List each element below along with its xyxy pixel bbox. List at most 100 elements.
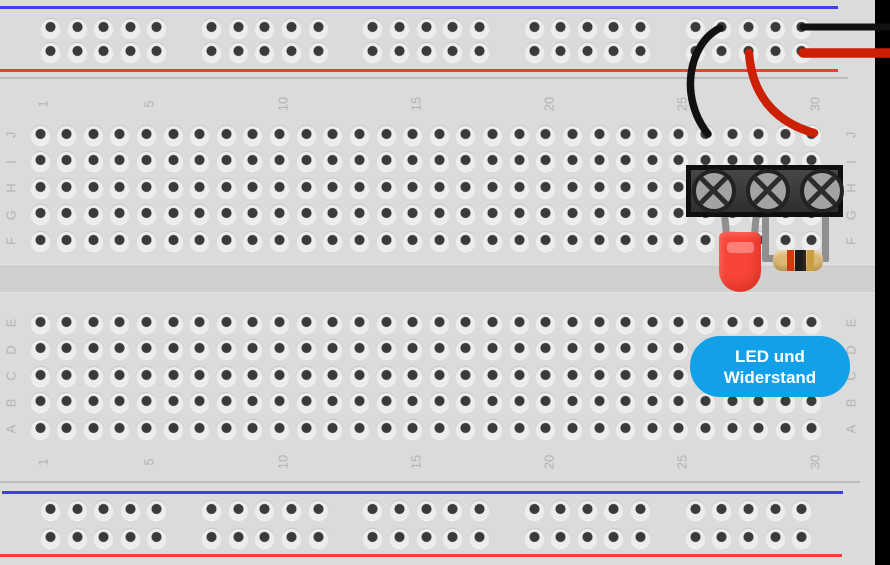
breadboard-hole (147, 500, 167, 520)
breadboard-hole (136, 366, 156, 386)
breadboard-hole (57, 419, 77, 439)
breadboard-hole (469, 42, 489, 62)
breadboard-hole (270, 152, 290, 172)
callout-line-1: LED und (735, 346, 805, 366)
breadboard-hole (802, 419, 822, 439)
breadboard-hole (456, 340, 476, 360)
breadboard-hole (282, 528, 302, 548)
breadboard-hole (243, 178, 263, 198)
breadboard-hole (642, 205, 662, 225)
resistor-lead-left (762, 255, 777, 262)
breadboard-hole (110, 152, 130, 172)
resistor-band (803, 250, 806, 271)
breadboard-hole (190, 178, 210, 198)
breadboard-hole (243, 340, 263, 360)
breadboard-hole (509, 231, 529, 251)
breadboard-hole (792, 500, 812, 520)
breadboard-hole (456, 205, 476, 225)
breadboard-hole (216, 205, 236, 225)
black-wire-curved[interactable] (686, 24, 724, 138)
breadboard-hole (509, 393, 529, 413)
red-led[interactable] (719, 232, 761, 292)
breadboard-hole (429, 231, 449, 251)
breadboard-hole (775, 419, 795, 439)
breadboard-hole (163, 419, 183, 439)
breadboard-hole (765, 528, 785, 548)
breadboard-hole (749, 419, 769, 439)
breadboard-hole (456, 313, 476, 333)
breadboard-hole (228, 42, 248, 62)
canvas-edge-strip (875, 0, 890, 565)
breadboard-hole (403, 313, 423, 333)
breadboard-hole (270, 205, 290, 225)
breadboard-hole (376, 313, 396, 333)
breadboard-hole (30, 313, 50, 333)
breadboard-hole (669, 205, 689, 225)
breadboard-hole (483, 366, 503, 386)
breadboard-hole (562, 152, 582, 172)
breadboard-hole (669, 178, 689, 198)
breadboard-hole (456, 366, 476, 386)
breadboard-hole (136, 419, 156, 439)
breadboard-hole (163, 205, 183, 225)
breadboard-hole (642, 178, 662, 198)
annotation-callout[interactable]: LED und Widerstand (690, 336, 850, 397)
breadboard-hole (216, 125, 236, 145)
breadboard-hole (616, 231, 636, 251)
breadboard-hole (349, 205, 369, 225)
breadboard-hole (163, 393, 183, 413)
breadboard-hole (775, 231, 795, 251)
breadboard-hole (616, 419, 636, 439)
breadboard-hole (120, 500, 140, 520)
breadboard-hole (30, 393, 50, 413)
breadboard-hole (536, 205, 556, 225)
breadboard-hole (323, 340, 343, 360)
breadboard-hole (536, 340, 556, 360)
breadboard-hole (739, 18, 759, 38)
breadboard-hole (120, 18, 140, 38)
breadboard-hole (41, 42, 60, 62)
breadboard-hole (802, 313, 822, 333)
breadboard-hole (589, 419, 609, 439)
breadboard-hole (589, 125, 609, 145)
breadboard-hole (296, 419, 316, 439)
breadboard-hole (363, 500, 383, 520)
breadboard-hole (509, 419, 529, 439)
breadboard-hole (83, 393, 103, 413)
red-wire-curved[interactable] (744, 48, 819, 138)
breadboard-hole (30, 366, 50, 386)
breadboard-hole (296, 393, 316, 413)
breadboard-hole (83, 125, 103, 145)
breadboard-hole (483, 231, 503, 251)
breadboard-hole (83, 313, 103, 333)
breadboard-hole (243, 125, 263, 145)
breadboard-hole (163, 313, 183, 333)
breadboard-hole (509, 125, 529, 145)
breadboard-hole (308, 18, 328, 38)
breadboard-hole (589, 313, 609, 333)
breadboard-hole (443, 42, 463, 62)
breadboard-hole (110, 231, 130, 251)
breadboard-hole (509, 366, 529, 386)
resistor[interactable] (773, 250, 823, 271)
breadboard-hole (403, 205, 423, 225)
breadboard-hole (255, 528, 275, 548)
breadboard-hole (722, 393, 742, 413)
breadboard-hole (604, 500, 624, 520)
breadboard-hole (562, 419, 582, 439)
breadboard-hole (775, 313, 795, 333)
breadboard-hole (270, 313, 290, 333)
breadboard-hole (469, 528, 489, 548)
breadboard-hole (243, 313, 263, 333)
breadboard-hole (190, 340, 210, 360)
breadboard-hole (765, 500, 785, 520)
breadboard-hole (296, 178, 316, 198)
breadboard-hole (67, 500, 87, 520)
breadboard-hole (416, 528, 436, 548)
breadboard-hole (696, 313, 715, 333)
breadboard-hole (536, 152, 556, 172)
breadboard-hole (749, 313, 769, 333)
breadboard-hole (669, 340, 689, 360)
breadboard-hole (536, 313, 556, 333)
screw-terminal-block[interactable] (686, 165, 844, 217)
